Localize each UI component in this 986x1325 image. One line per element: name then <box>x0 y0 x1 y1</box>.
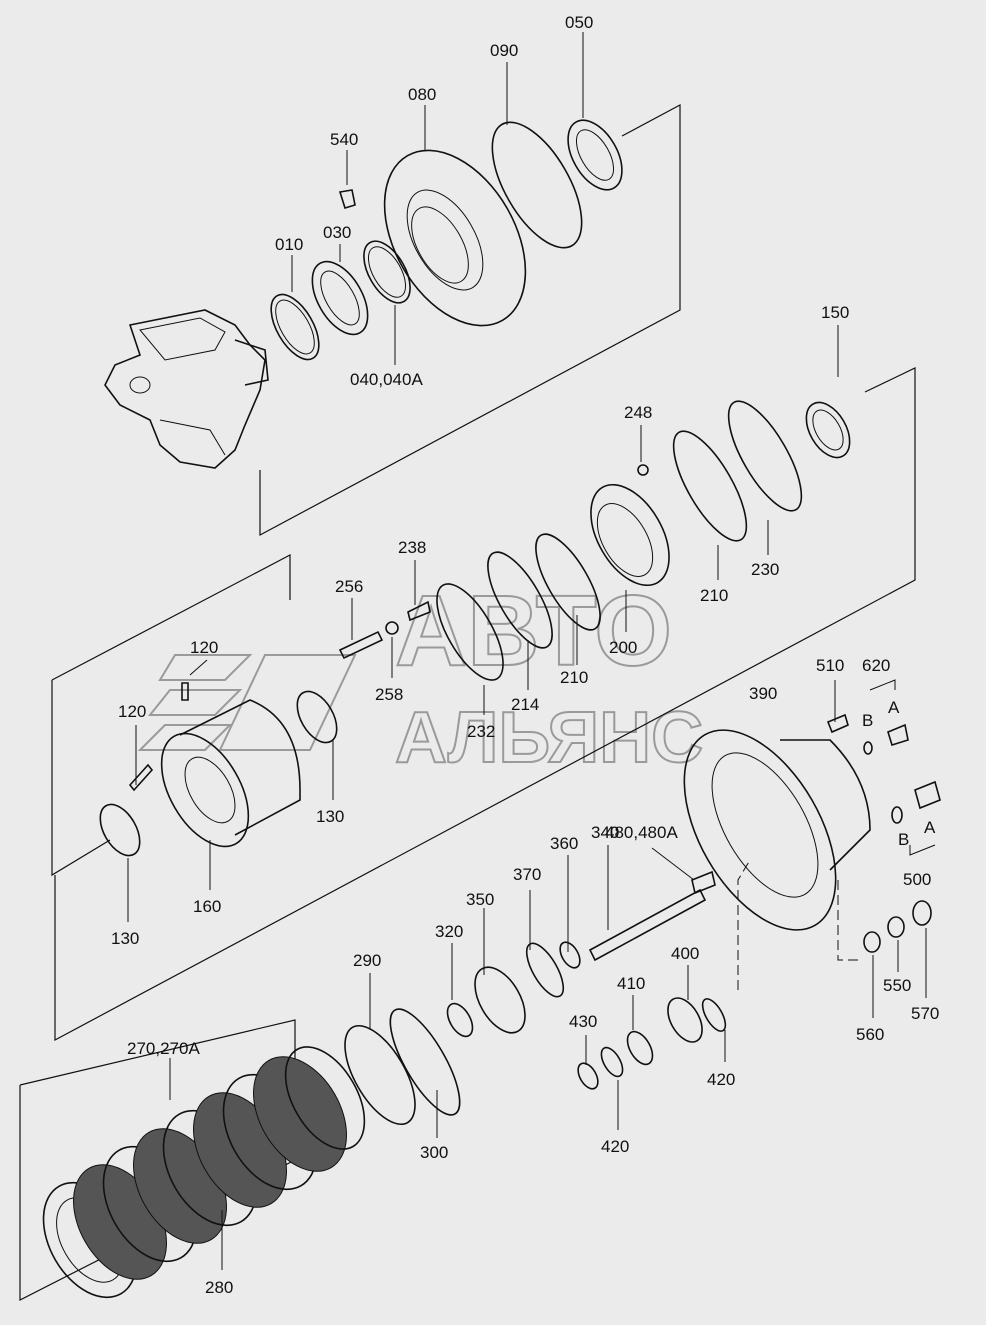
label-420-a: 420 <box>707 1070 735 1089</box>
label-210-b: 210 <box>560 668 588 687</box>
label-350: 350 <box>466 890 494 909</box>
knuckle-part <box>104 309 269 469</box>
top-bearings <box>270 189 411 361</box>
label-030: 030 <box>323 223 351 242</box>
label-150: 150 <box>821 303 849 322</box>
label-300: 300 <box>420 1143 448 1162</box>
assembly-frames <box>19 103 916 1301</box>
label-090: 090 <box>490 41 518 60</box>
label-400: 400 <box>671 944 699 963</box>
label-280: 280 <box>205 1278 233 1297</box>
watermark-logo <box>137 654 357 751</box>
label-080: 080 <box>408 85 436 104</box>
label-290: 290 <box>353 951 381 970</box>
part-labels: 050 090 080 540 010 030 040,040A 150 248… <box>111 13 939 1297</box>
label-230: 230 <box>751 560 779 579</box>
label-130-b: 130 <box>111 929 139 948</box>
label-256: 256 <box>335 577 363 596</box>
label-410: 410 <box>617 974 645 993</box>
label-510: 510 <box>816 656 844 675</box>
label-248: 248 <box>624 403 652 422</box>
label-480: 480,480A <box>605 823 678 842</box>
label-620-a: A <box>888 698 900 717</box>
label-320: 320 <box>435 922 463 941</box>
label-210-a: 210 <box>700 586 728 605</box>
leader-lines <box>127 32 936 1270</box>
label-120-b: 120 <box>118 702 146 721</box>
label-258: 258 <box>375 685 403 704</box>
label-050: 050 <box>565 13 593 32</box>
label-500-b: B <box>898 830 909 849</box>
watermark-line1: АВТО <box>395 575 672 687</box>
middle-parts <box>99 400 851 857</box>
label-500-a: A <box>924 818 936 837</box>
label-130-a: 130 <box>316 807 344 826</box>
housing-160 <box>160 699 301 848</box>
label-214: 214 <box>511 695 539 714</box>
label-370: 370 <box>513 865 541 884</box>
label-360: 360 <box>550 834 578 853</box>
housing-390 <box>683 729 871 931</box>
label-010: 010 <box>275 235 303 254</box>
bearing-050 <box>567 119 623 191</box>
label-620-b: B <box>862 711 873 730</box>
label-560: 560 <box>856 1025 884 1044</box>
label-200: 200 <box>609 638 637 657</box>
label-550: 550 <box>883 976 911 995</box>
watermark: АВТО АЛЬЯНС <box>137 574 704 779</box>
label-238: 238 <box>398 538 426 557</box>
label-620: 620 <box>862 656 890 675</box>
label-040: 040,040A <box>350 370 423 389</box>
label-420-b: 420 <box>601 1137 629 1156</box>
label-232: 232 <box>467 722 495 741</box>
hub-flange-part <box>383 149 527 327</box>
label-120-a: 120 <box>190 638 218 657</box>
label-390: 390 <box>749 684 777 703</box>
clutch-plate-stack <box>42 1046 366 1299</box>
label-540: 540 <box>330 130 358 149</box>
watermark-line2: АЛЬЯНС <box>395 698 703 778</box>
label-160: 160 <box>193 897 221 916</box>
label-270: 270,270A <box>127 1039 200 1058</box>
o-ring-090 <box>491 121 583 249</box>
label-570: 570 <box>911 1004 939 1023</box>
label-500: 500 <box>903 870 931 889</box>
label-340: 340 <box>591 823 619 842</box>
gear-train-parts <box>344 713 941 1126</box>
label-430: 430 <box>569 1012 597 1031</box>
